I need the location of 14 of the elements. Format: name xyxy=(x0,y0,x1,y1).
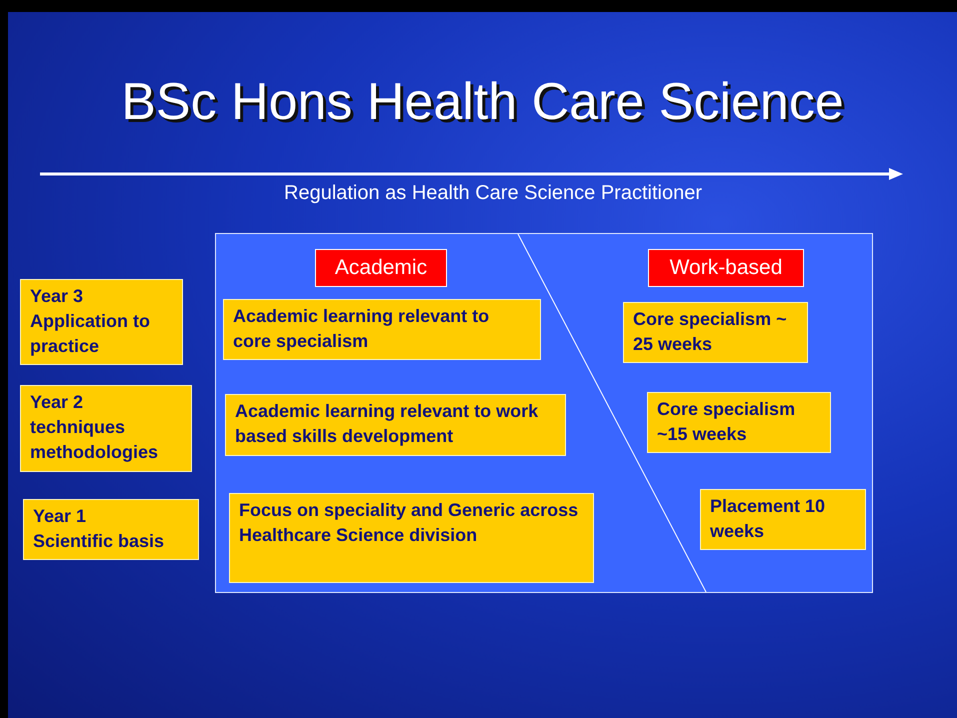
info-box: Year 2 techniques methodologies xyxy=(20,385,192,472)
info-box: Academic learning relevant to core specialism xyxy=(223,299,541,360)
slide-title: BSc Hons Health Care Science xyxy=(120,72,845,132)
info-box: Core specialism ~15 weeks xyxy=(647,392,831,453)
info-box: Placement 10 weeks xyxy=(700,489,866,550)
column-heading: Work-based xyxy=(648,249,804,287)
panel-background xyxy=(215,233,873,593)
info-box: Academic learning relevant to work based skills development xyxy=(225,394,566,456)
info-box: Core specialism ~ 25 weeks xyxy=(623,302,808,363)
column-heading: Academic xyxy=(315,249,447,287)
timeline-label: Regulation as Health Care Science Practitioner xyxy=(283,182,703,205)
info-box: Year 1 Scientific basis xyxy=(23,499,199,560)
info-box: Focus on speciality and Generic across Healthcare Science division xyxy=(229,493,594,583)
info-box: Year 3 Application to practice xyxy=(20,279,183,365)
